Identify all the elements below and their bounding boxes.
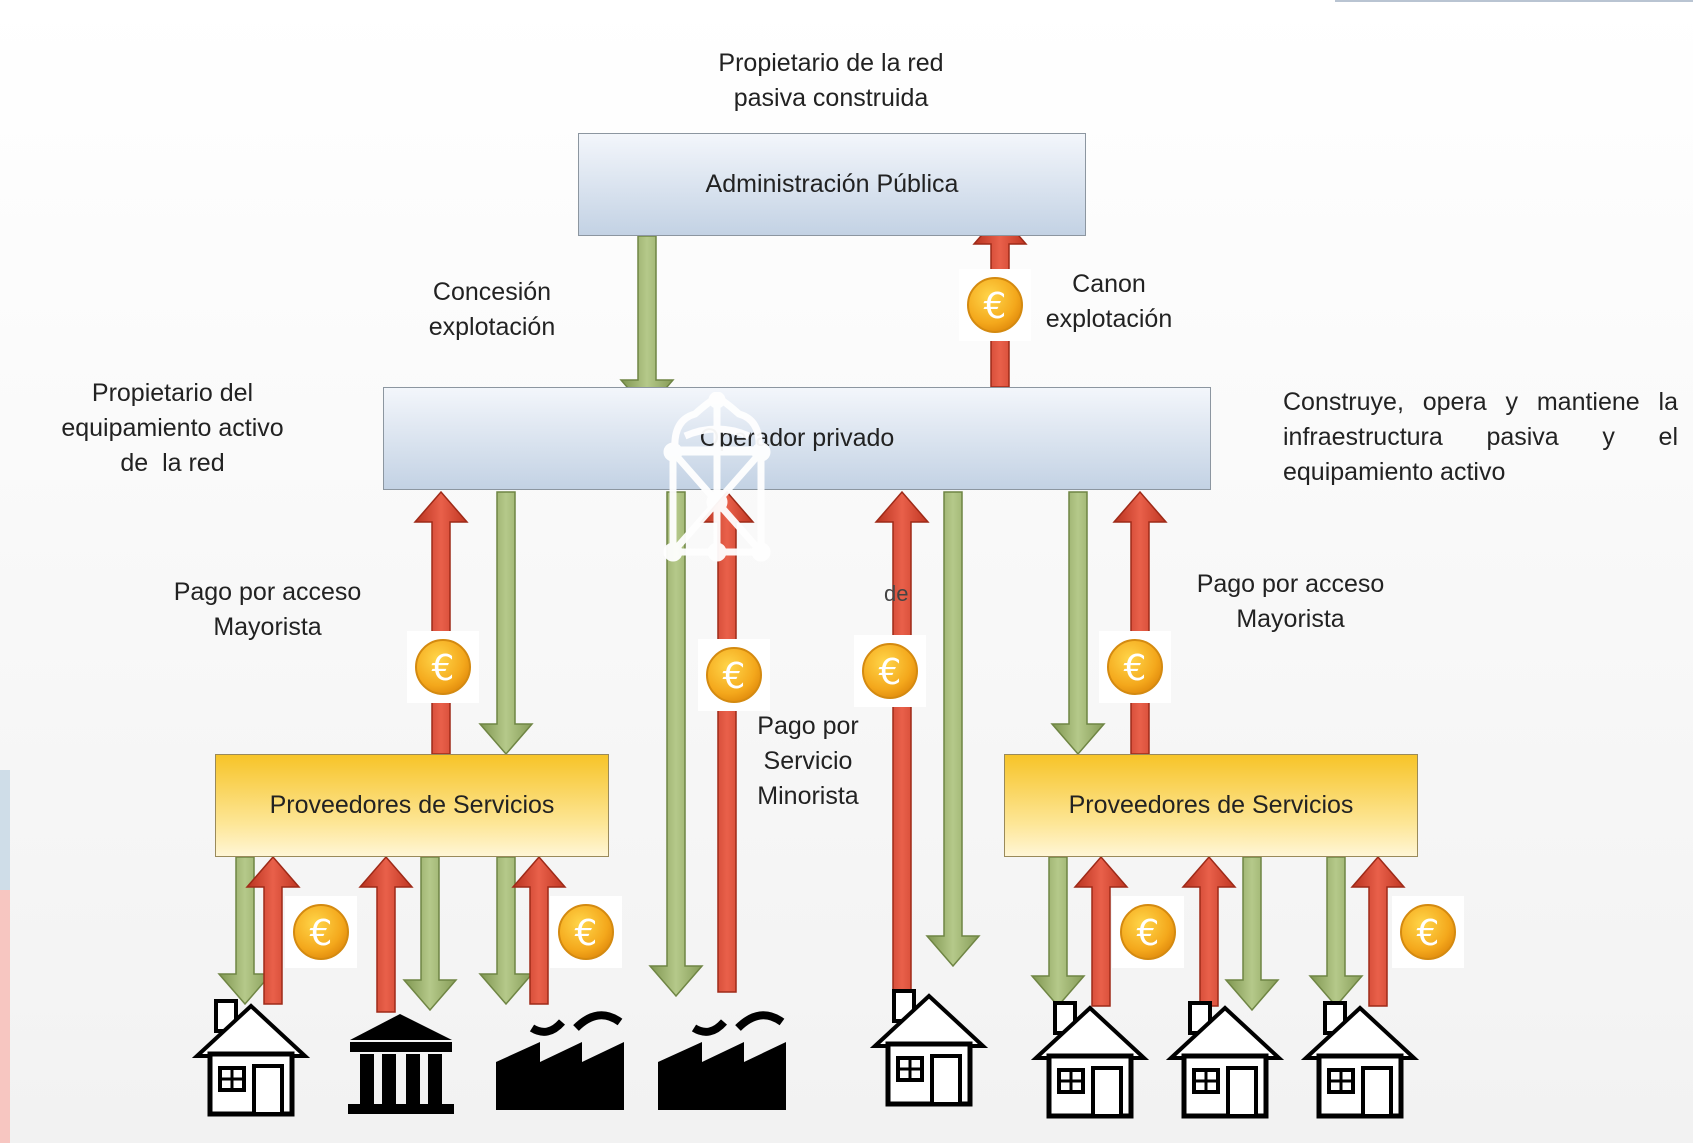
house-icon [1165, 1001, 1285, 1119]
concesion-label: Concesión explotación [402, 275, 582, 345]
construye-line3: equipamiento activo [1283, 458, 1506, 486]
coin-disc [1400, 904, 1456, 960]
service-flow-arrow [217, 856, 273, 1006]
coin-symbol: € [432, 648, 455, 689]
proveedores-left-label: Proveedores de Servicios [269, 791, 555, 819]
service-flow-arrow [1308, 856, 1364, 1008]
canon-label: Canon explotación [1024, 267, 1194, 337]
euro-coin-icon: € [407, 631, 479, 703]
service-flow-arrow [478, 491, 534, 756]
institution-icon [348, 1014, 454, 1114]
pago-minorista-label: Pago por Servicio Minorista [742, 709, 874, 814]
payment-flow-arrow [874, 490, 930, 993]
pago-mayorista-right-line1: Pago por acceso [1196, 570, 1385, 598]
pago-mayorista-right-line2: Mayorista [1236, 605, 1345, 633]
coin-symbol: € [723, 656, 746, 697]
title-line2: pasiva construida [733, 84, 929, 112]
payment-flow-arrow [511, 855, 567, 1005]
title-label: Propietario de la red pasiva construida [650, 46, 1012, 116]
pago-mayorista-left-line1: Pago por acceso [173, 578, 362, 606]
service-flow-arrow [925, 491, 981, 968]
service-flow-arrow [478, 856, 534, 1006]
payment-flow-arrow [413, 490, 469, 755]
house-icon [191, 999, 311, 1117]
coin-disc [1120, 904, 1176, 960]
euro-coin-icon: € [854, 635, 926, 707]
euro-coin-icon: € [1099, 631, 1171, 703]
proveedores-right-box: Proveedores de Servicios [1004, 754, 1418, 857]
propietario-activo-line1: Propietario del [91, 379, 254, 407]
pago-minorista-line1: Pago por [757, 712, 859, 740]
coin-symbol: € [1137, 913, 1160, 954]
construye-line1: Construye, opera y mantiene la [1283, 388, 1678, 416]
house-icon [869, 989, 989, 1107]
euro-coin-icon: € [1112, 896, 1184, 968]
pago-mayorista-left-line2: Mayorista [213, 613, 322, 641]
coin-symbol: € [310, 913, 333, 954]
payment-flow-arrow [1181, 855, 1237, 1007]
crest-watermark-icon [663, 392, 771, 562]
proveedores-right-label: Proveedores de Servicios [1068, 791, 1354, 819]
payment-flow-arrow [245, 855, 301, 1005]
pago-minorista-line2: Servicio [763, 747, 853, 775]
coin-disc [1107, 639, 1163, 695]
coin-disc [558, 904, 614, 960]
admin-publica-label: Administración Pública [705, 170, 959, 198]
text-fragment: de [884, 581, 909, 606]
payment-flow-arrow [358, 855, 414, 1013]
admin-publica-box: Administración Pública [578, 133, 1086, 236]
house-icon [1030, 1001, 1150, 1119]
service-flow-arrow [648, 491, 704, 998]
coin-disc [706, 647, 762, 703]
coin-disc [293, 904, 349, 960]
service-flow-arrow [1224, 856, 1280, 1012]
canon-line1: Canon [1072, 270, 1146, 298]
construye-label: Construye, opera y mantiene la infraestr… [1283, 385, 1678, 490]
propietario-activo-line3: de la red [120, 449, 225, 477]
construye-line2: infraestructura pasiva y el [1283, 423, 1678, 451]
euro-coin-icon: € [285, 896, 357, 968]
service-flow-arrow [1030, 856, 1086, 1008]
payment-flow-arrow [1073, 855, 1129, 1007]
title-line1: Propietario de la red [718, 49, 944, 77]
coin-disc [862, 643, 918, 699]
concesion-line2: explotación [428, 313, 556, 341]
pago-minorista-line3: Minorista [757, 782, 859, 810]
payment-flow-arrow [1112, 490, 1168, 755]
propietario-activo-line2: equipamiento activo [61, 414, 284, 442]
pago-mayorista-left-label: Pago por acceso Mayorista [160, 575, 375, 645]
coin-disc [415, 639, 471, 695]
euro-coin-icon: € [1392, 896, 1464, 968]
coin-symbol: € [575, 913, 598, 954]
euro-coin-icon: € [959, 269, 1031, 341]
house-icon [1300, 1001, 1420, 1119]
payment-flow-arrow [1350, 855, 1406, 1007]
factory-icon [496, 1011, 624, 1110]
pago-mayorista-right-label: Pago por acceso Mayorista [1183, 567, 1398, 637]
coin-disc [967, 277, 1023, 333]
service-flow-arrow [1050, 491, 1106, 756]
coin-symbol: € [1417, 913, 1440, 954]
left-edge-bar-red [0, 890, 10, 1143]
euro-coin-icon: € [698, 639, 770, 711]
euro-coin-icon: € [550, 896, 622, 968]
proveedores-left-box: Proveedores de Servicios [215, 754, 609, 857]
coin-symbol: € [1124, 648, 1147, 689]
propietario-activo-label: Propietario del equipamiento activo de l… [30, 376, 315, 481]
concesion-line1: Concesión [432, 278, 552, 306]
left-edge-bar-blue [0, 770, 10, 890]
factory-icon [658, 1011, 786, 1110]
service-flow-arrow [402, 856, 458, 1012]
operador-privado-box: Operador privado [383, 387, 1211, 490]
canon-line2: explotación [1045, 305, 1173, 333]
top-right-edge-line [1335, 0, 1693, 2]
coin-symbol: € [984, 286, 1007, 327]
coin-symbol: € [879, 652, 902, 693]
